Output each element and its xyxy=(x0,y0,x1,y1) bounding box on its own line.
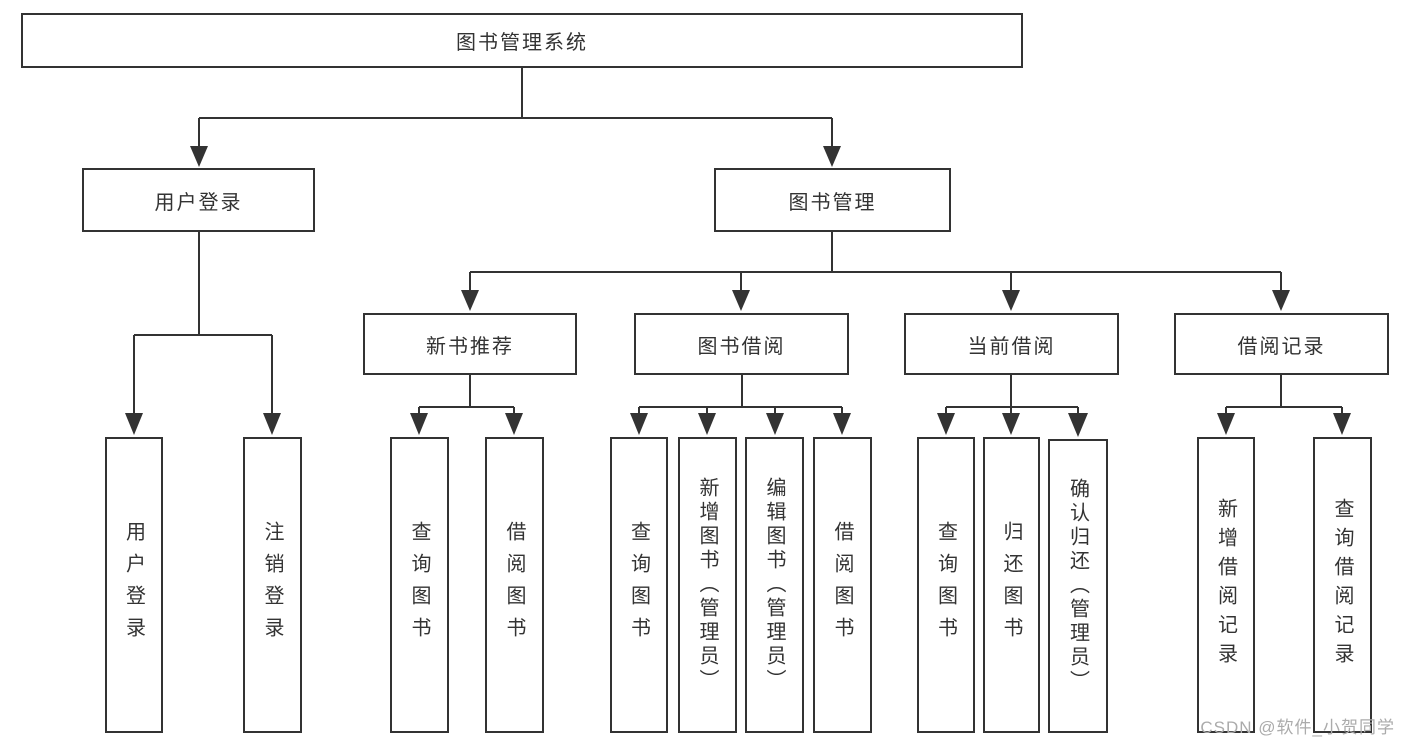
leaf-add-book-admin-label: 新增图书（管理员） xyxy=(696,477,718,693)
leaf-edit-book-admin: 编辑图书（管理员） xyxy=(745,437,804,733)
leaf-query-borrow-record: 查询借阅记录 xyxy=(1313,437,1372,733)
node-book-mgmt-label: 图书管理 xyxy=(788,191,877,214)
node-new-book-rec-label: 新书推荐 xyxy=(426,335,514,358)
leaf-query-borrow-record-label: 查询借阅记录 xyxy=(1331,498,1353,672)
leaf-borrow-book-rec: 借阅图书 xyxy=(485,437,544,733)
leaf-confirm-return-admin-label: 确认归还（管理员） xyxy=(1066,478,1089,694)
leaf-query-book-rec: 查询图书 xyxy=(390,437,449,733)
node-book-mgmt: 图书管理 xyxy=(714,168,951,232)
connector-book-borrow-leaves xyxy=(630,375,851,435)
node-root: 图书管理系统 xyxy=(21,13,1023,68)
node-book-borrow: 图书借阅 xyxy=(634,313,849,375)
node-borrow-record-label: 借阅记录 xyxy=(1237,335,1326,358)
leaf-add-book-admin: 新增图书（管理员） xyxy=(678,437,737,733)
leaf-query-book-borrow-label: 查询图书 xyxy=(627,521,650,649)
node-user-login: 用户登录 xyxy=(82,168,315,232)
node-current-borrow: 当前借阅 xyxy=(904,313,1119,375)
leaf-query-book-borrow: 查询图书 xyxy=(610,437,668,733)
leaf-edit-book-admin-label: 编辑图书（管理员） xyxy=(763,477,785,693)
node-current-borrow-label: 当前借阅 xyxy=(967,335,1056,358)
leaf-query-book-current: 查询图书 xyxy=(917,437,975,733)
leaf-return-book: 归还图书 xyxy=(983,437,1040,733)
connector-root-to-level2 xyxy=(190,68,841,167)
connector-user-login-leaves xyxy=(125,232,281,435)
connector-new-book-leaves xyxy=(410,375,523,435)
leaf-user-login: 用户登录 xyxy=(105,437,163,733)
leaf-add-borrow-record: 新增借阅记录 xyxy=(1197,437,1255,733)
node-new-book-rec: 新书推荐 xyxy=(363,313,577,375)
connector-borrow-record-leaves xyxy=(1217,375,1351,435)
connector-current-borrow-leaves xyxy=(937,375,1088,437)
node-borrow-record: 借阅记录 xyxy=(1174,313,1389,375)
node-root-label: 图书管理系统 xyxy=(456,32,588,54)
leaf-confirm-return-admin: 确认归还（管理员） xyxy=(1048,439,1108,733)
leaf-borrow-book-label: 借阅图书 xyxy=(831,521,853,649)
leaf-user-login-label: 用户登录 xyxy=(122,521,145,649)
connector-book-mgmt-to-level3 xyxy=(461,232,1290,311)
leaf-query-book-rec-label: 查询图书 xyxy=(408,521,430,649)
leaf-borrow-book: 借阅图书 xyxy=(813,437,872,733)
leaf-borrow-book-rec-label: 借阅图书 xyxy=(503,521,525,649)
leaf-add-borrow-record-label: 新增借阅记录 xyxy=(1214,498,1237,672)
leaf-logout-login: 注销登录 xyxy=(243,437,302,733)
leaf-return-book-label: 归还图书 xyxy=(1000,521,1022,649)
csdn-watermark: CSDN @软件_小贺同学 xyxy=(1200,718,1395,737)
leaf-logout-login-label: 注销登录 xyxy=(261,521,283,649)
leaf-query-book-current-label: 查询图书 xyxy=(934,521,957,649)
node-book-borrow-label: 图书借阅 xyxy=(697,335,786,358)
node-user-login-label: 用户登录 xyxy=(154,191,243,214)
